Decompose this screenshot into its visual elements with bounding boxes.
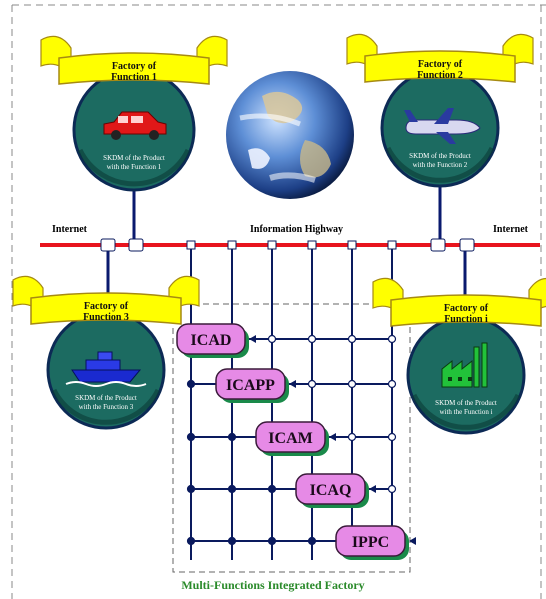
module-icam: ICAM	[255, 421, 329, 456]
factory-desc-line2: with the Function i	[439, 408, 492, 416]
grid-junction	[267, 334, 277, 344]
module-label: ICAQ	[310, 482, 352, 499]
factory-title-line1: Factory of	[444, 303, 489, 314]
outer-frame	[11, 4, 546, 599]
highway-connectors	[100, 238, 475, 252]
grid-junction	[387, 334, 397, 344]
highway-taps	[186, 240, 397, 250]
grid-junction	[347, 379, 357, 389]
grid-junction	[227, 432, 237, 442]
module-icad: ICAD	[176, 323, 249, 358]
module-label: ICAPP	[226, 377, 275, 394]
grid-junction	[186, 536, 196, 546]
grid-junction	[307, 334, 317, 344]
factory-desc-line2: with the Function 1	[107, 163, 162, 171]
factory-title-line2: Function i	[444, 314, 488, 325]
grid-junction	[186, 484, 196, 494]
internet-right-label: Internet	[493, 224, 529, 235]
grid-junction	[307, 536, 317, 546]
module-icapp: ICAPP	[215, 368, 289, 403]
factory-desc-line1: SKDM of the Product	[435, 399, 497, 407]
factory-desc-line1: SKDM of the Product	[103, 154, 165, 162]
module-label: ICAM	[268, 430, 312, 447]
factory-desc-line2: with the Function 3	[79, 403, 134, 411]
footer-label: Multi-Functions Integrated Factory	[181, 578, 365, 592]
factory-title-line1: Factory of	[84, 301, 129, 312]
factory-title-line2: Function 1	[111, 72, 157, 83]
information-highway-label: Information Highway	[250, 224, 343, 235]
module-ippc: IPPC	[335, 525, 409, 560]
arrow-left-icon	[289, 380, 296, 388]
factory-desc-line1: SKDM of the Product	[75, 394, 137, 402]
grid-junction	[227, 484, 237, 494]
grid-junction	[227, 536, 237, 546]
grid-junction	[387, 484, 397, 494]
car-icon	[103, 111, 167, 140]
factory-desc-line1: SKDM of the Product	[409, 152, 471, 160]
factory-icon	[441, 342, 488, 388]
ship-icon	[65, 351, 147, 387]
module-label: ICAD	[191, 332, 232, 349]
grid-junction	[347, 334, 357, 344]
grid-junction	[186, 432, 196, 442]
module-icaq: ICAQ	[295, 473, 369, 508]
factory-title-line2: Function 3	[83, 312, 129, 323]
integrated-factory-box	[172, 303, 411, 573]
grid-junction	[267, 484, 277, 494]
factory-desc-line2: with the Function 2	[413, 161, 468, 169]
grid-junction	[307, 379, 317, 389]
grid-junction	[387, 432, 397, 442]
grid-junction	[387, 379, 397, 389]
module-label: IPPC	[352, 534, 389, 551]
grid-junction	[347, 432, 357, 442]
factory-title-line1: Factory of	[418, 59, 463, 70]
airplane-icon	[404, 108, 481, 144]
arrow-left-icon	[329, 433, 336, 441]
factory-title-line1: Factory of	[112, 61, 157, 72]
grid-junction	[267, 536, 277, 546]
arrow-left-icon	[369, 485, 376, 493]
factory-title-line2: Function 2	[417, 70, 463, 81]
grid-junction	[186, 379, 196, 389]
earth-globe-icon	[226, 71, 354, 199]
arrow-left-icon	[249, 335, 256, 343]
arrow-left-icon	[409, 537, 416, 545]
internet-left-label: Internet	[52, 224, 88, 235]
